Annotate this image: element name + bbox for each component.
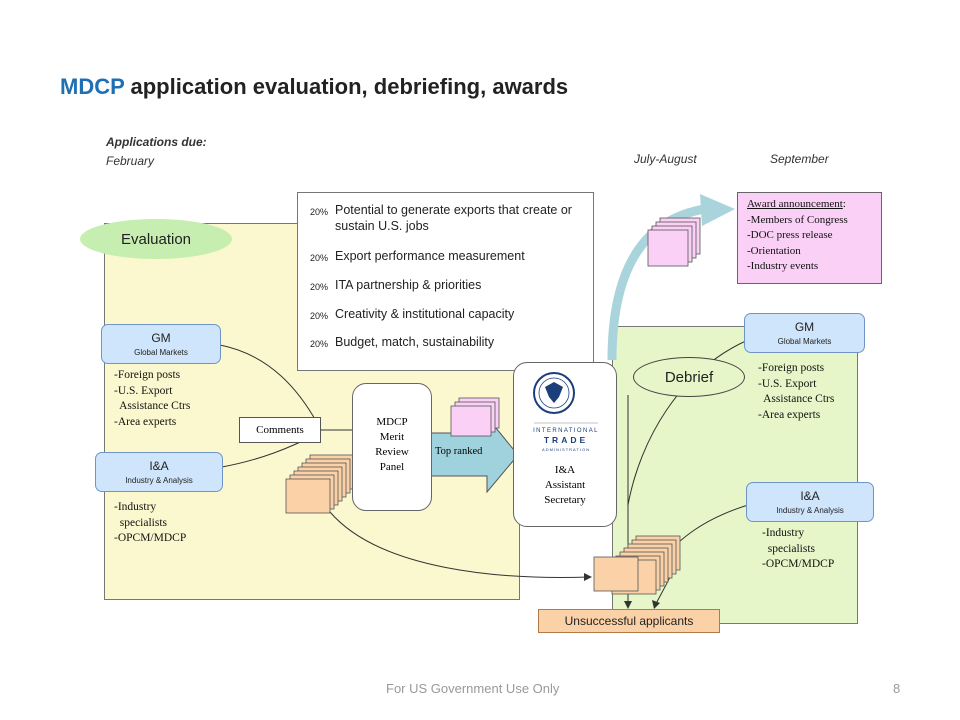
gm-title: GM	[151, 331, 171, 345]
assistant-line-2: Assistant	[544, 479, 586, 491]
review-line-2: Merit	[379, 431, 405, 443]
eval-to-unsuccessful-arrow	[329, 511, 591, 578]
debrief-gm-connector	[627, 339, 749, 506]
debrief-gm-subtitle: Global Markets	[777, 337, 832, 346]
criteria-text: ITA partnership & priorities	[335, 278, 482, 292]
debrief-ia-title: I&A	[800, 489, 820, 503]
criteria-percent: 20%	[310, 253, 329, 263]
criteria-row: 20% Creativity & institutional capacity	[310, 306, 575, 322]
assistant-line-3: Secretary	[544, 494, 586, 506]
july-august-label: July-August	[634, 152, 697, 166]
award-documents	[647, 217, 701, 267]
ia-subtitle: Industry & Analysis	[125, 476, 193, 485]
criteria-percent: 20%	[310, 207, 329, 217]
award-curve-arrowhead	[700, 194, 735, 226]
merit-review-panel: MDCP Merit Review Panel	[352, 383, 432, 511]
criteria-text: Export performance measurement	[335, 249, 525, 263]
applications-due-label: Applications due:	[106, 135, 207, 149]
criteria-row: 20% Export performance measurement	[310, 248, 575, 264]
debrief-ia-bullets: -Industry specialists -OPCM/MDCP	[762, 527, 835, 570]
criteria-text: Potential to generate exports that creat…	[335, 203, 572, 233]
debrief-ia-subtitle: Industry & Analysis	[776, 506, 844, 515]
page-number: 8	[893, 681, 901, 696]
evaluation-gm-bullets: -Foreign posts -U.S. Export Assistance C…	[114, 369, 191, 428]
award-item: -Members of Congress	[747, 213, 848, 226]
assistant-secretary-label: I&A Assistant Secretary	[514, 463, 616, 508]
assistant-line-1: I&A	[554, 464, 576, 476]
award-item: -Industry events	[747, 260, 819, 272]
evaluation-ia-box: I&A Industry & Analysis	[95, 452, 223, 492]
award-item: -Orientation	[747, 244, 801, 257]
evaluation-ia-bullets: -Industry specialists -OPCM/MDCP	[114, 501, 187, 544]
evaluation-documents	[285, 454, 355, 514]
unsuccessful-applicants-box: Unsuccessful applicants	[538, 609, 720, 633]
svg-text:ADMINISTRATION: ADMINISTRATION	[542, 447, 590, 452]
unsuccessful-documents	[593, 535, 681, 595]
criteria-row: 20% Potential to generate exports that c…	[310, 202, 575, 234]
svg-text:INTERNATIONAL: INTERNATIONAL	[533, 428, 599, 434]
criteria-row: 20% ITA partnership & priorities	[310, 277, 575, 293]
criteria-box: 20% Potential to generate exports that c…	[297, 192, 594, 371]
debrief-gm-title: GM	[794, 320, 815, 334]
evaluation-gm-box: GM Global Markets	[101, 324, 221, 364]
award-curve-arrow	[607, 203, 713, 361]
assistant-secretary-box: INTERNATIONAL TRADE ADMINISTRATION I&A A…	[513, 362, 617, 527]
gm-connector	[219, 344, 322, 431]
debrief-ia-box: I&A Industry & Analysis	[746, 482, 874, 522]
page-title: MDCP application evaluation, debriefing,…	[60, 74, 568, 100]
review-line-4: Panel	[379, 461, 405, 473]
criteria-text: Creativity & institutional capacity	[335, 307, 515, 321]
top-ranked-documents	[450, 397, 500, 437]
ia-title: I&A	[149, 459, 169, 473]
review-line-1: MDCP	[376, 416, 408, 428]
september-label: September	[770, 152, 829, 166]
title-accent: MDCP	[60, 74, 125, 99]
title-rest: application evaluation, debriefing, awar…	[124, 74, 569, 99]
debrief-gm-box: GM Global Markets	[744, 313, 865, 353]
footer-text: For US Government Use Only	[386, 681, 560, 696]
criteria-text: Budget, match, sustainability	[335, 335, 495, 349]
applications-due-month: February	[106, 154, 155, 168]
criteria-percent: 20%	[310, 282, 329, 292]
award-item: -DOC press release	[747, 229, 833, 241]
svg-text:TRADE: TRADE	[544, 435, 588, 445]
top-ranked-label: Top ranked	[435, 446, 483, 457]
ita-seal-icon: INTERNATIONAL TRADE ADMINISTRATION	[533, 372, 599, 452]
criteria-percent: 20%	[310, 339, 329, 349]
criteria-row: 20% Budget, match, sustainability	[310, 334, 575, 350]
review-line-3: Review	[375, 446, 409, 458]
comments-box: Comments	[239, 417, 321, 443]
debrief-oval: Debrief	[633, 357, 745, 397]
gm-subtitle: Global Markets	[134, 348, 188, 357]
award-announcement-box: Award announcement: -Members of Congress…	[737, 192, 882, 284]
award-heading-suffix: :	[842, 198, 846, 210]
criteria-percent: 20%	[310, 311, 329, 321]
debrief-gm-bullets: -Foreign posts -U.S. Export Assistance C…	[758, 362, 835, 421]
award-heading: Award announcement	[747, 198, 843, 210]
evaluation-oval: Evaluation	[80, 219, 232, 259]
